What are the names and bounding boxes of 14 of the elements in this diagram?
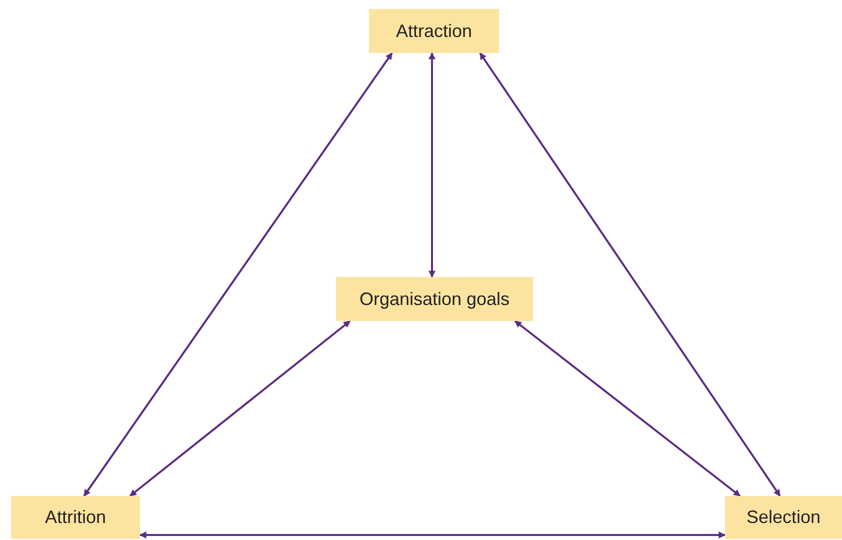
node-label: Attrition <box>44 507 106 528</box>
node-label: Attraction <box>396 20 472 42</box>
process-box <box>11 496 140 539</box>
double-arrow <box>129 320 351 497</box>
process-box <box>369 9 499 53</box>
process-box <box>725 496 842 539</box>
node-label: Selection <box>746 507 821 528</box>
double-arrow <box>514 320 741 497</box>
double-arrow <box>479 52 781 497</box>
double-arrow <box>139 532 726 538</box>
double-arrow <box>428 52 436 278</box>
node-label: Organisation goals <box>359 288 510 310</box>
process-box <box>336 277 533 321</box>
double-arrow <box>83 52 393 497</box>
